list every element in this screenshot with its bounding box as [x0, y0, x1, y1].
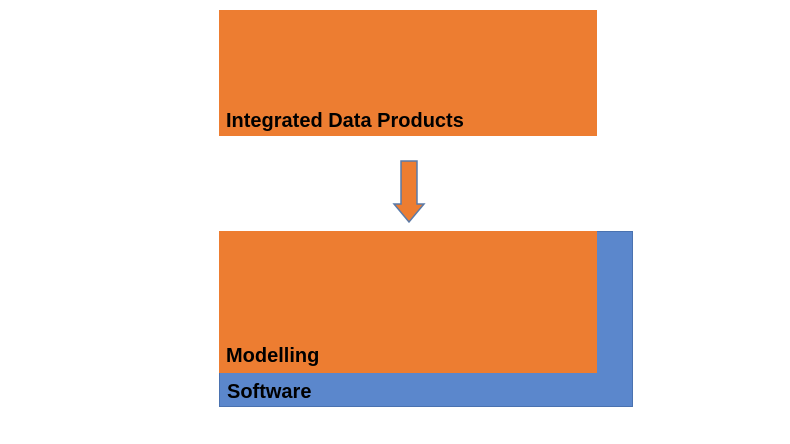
modelling-layer: Modelling [219, 231, 597, 373]
down-arrow-icon [392, 160, 426, 224]
down-arrow-shape [392, 160, 426, 224]
modelling-label: Modelling [226, 345, 320, 367]
integrated-data-products-block: Integrated Data Products [219, 10, 597, 136]
integrated-data-products-label: Integrated Data Products [226, 110, 464, 132]
software-label: Software [227, 381, 312, 403]
